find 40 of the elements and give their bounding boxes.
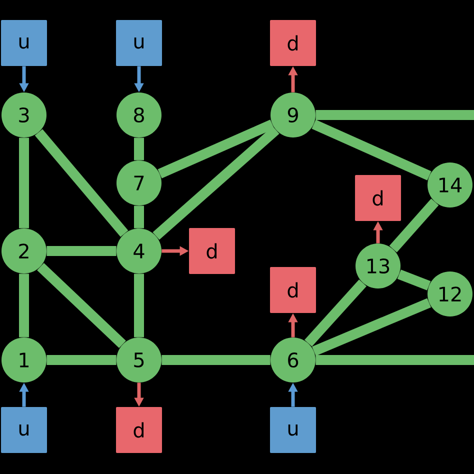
edge-line: [34, 129, 128, 237]
sink-box: d: [116, 407, 162, 453]
graph-node: 5: [116, 338, 162, 382]
graph-node: 1: [2, 338, 46, 382]
graph-node: 12: [428, 272, 472, 316]
sink-box: d: [270, 267, 316, 313]
edge-line: [389, 198, 439, 252]
sink-box: d: [189, 228, 235, 274]
edge-line: [316, 110, 474, 120]
edge-line: [312, 120, 432, 180]
edge-line: [134, 274, 144, 338]
sink-box: d: [355, 175, 401, 221]
graph-node: 7: [116, 160, 162, 206]
edge-line: [134, 138, 144, 160]
edge-line: [397, 270, 431, 290]
edge-line: [19, 274, 29, 338]
edge-line: [304, 279, 366, 347]
graph-node: 13: [356, 244, 400, 288]
source-box: u: [1, 407, 47, 453]
edge-line: [152, 126, 280, 240]
graph-node: 9: [270, 92, 316, 138]
sink-box: d: [270, 20, 316, 66]
graph-node: 3: [2, 92, 46, 138]
edge-line: [316, 355, 474, 365]
source-box: u: [116, 20, 162, 66]
edge-line: [37, 262, 126, 348]
graph-node: 6: [270, 338, 316, 382]
graph-node: 8: [116, 92, 162, 138]
graph-node: 14: [428, 162, 472, 208]
source-box: u: [1, 20, 47, 66]
graph-node: 4: [116, 228, 162, 274]
edge-line: [162, 355, 270, 365]
edge-line: [46, 355, 116, 365]
edge-line: [158, 120, 274, 178]
edge-line: [19, 138, 29, 228]
edge-line: [134, 206, 144, 228]
edge-line: [46, 246, 116, 256]
graph-node: 2: [2, 228, 46, 274]
source-box: u: [270, 407, 316, 453]
edge-line: [312, 298, 432, 356]
